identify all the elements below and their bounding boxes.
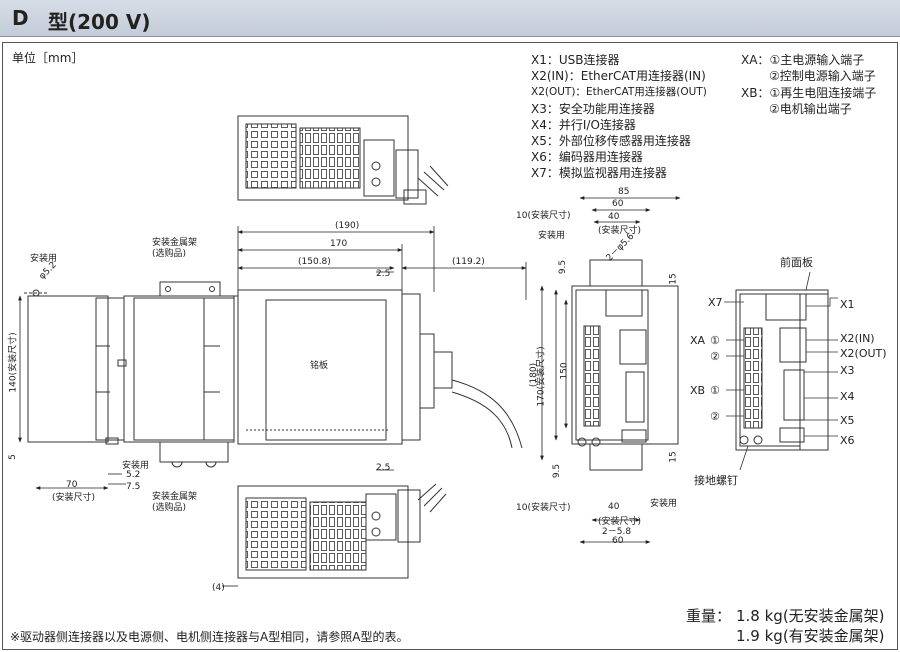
label-x1: X1 (840, 298, 855, 311)
label-install-use-mid: 安装用 (538, 231, 566, 241)
dim-10-bottom: 10(安装尺寸) (516, 503, 571, 513)
dim-170: 170 (330, 239, 348, 249)
model-type: 型(200 V) (48, 10, 151, 34)
label-x5: X5 (840, 414, 855, 427)
label-x3: X3 (840, 364, 855, 377)
dim-85: 85 (618, 187, 630, 197)
legend-xa1: XA：①主电源输入端子 (741, 53, 865, 67)
legend-x2out: X2(OUT)：EtherCAT用连接器(OUT) (531, 86, 707, 98)
label-bracket-top: 安装金属架 (152, 238, 198, 248)
dim-2-5-bottom: 2.5 (376, 463, 391, 473)
legend-x2in: X2(IN)：EtherCAT用连接器(IN) (531, 69, 706, 83)
label-xa-2: ② (710, 350, 720, 363)
label-bracket-bottom: 安装金属架 (152, 492, 198, 502)
leader-lines (724, 271, 838, 471)
label-x7: X7 (708, 296, 723, 309)
label-xb-2: ② (710, 410, 720, 423)
top-view (237, 115, 449, 205)
label-xa: XA (690, 334, 706, 347)
front-panel-view (735, 289, 829, 451)
dim-7-5: 7.5 (126, 482, 141, 492)
dim-15-bottom: 15 (668, 451, 679, 463)
label-install-use-bottom: 安装用 (122, 461, 150, 471)
dim-70-install: (安装尺寸) (52, 493, 96, 503)
front-dims-view (571, 259, 679, 471)
label-nameplate: 铭板 (310, 361, 329, 371)
legend-x5: X5：外部位移传感器用连接器 (531, 134, 691, 148)
unit-label: 单位［mm］ (12, 51, 84, 65)
dim-15-top: 15 (668, 273, 679, 285)
model-code: D (12, 6, 29, 30)
footnote: ※驱动器侧连接器以及电源侧、电机侧连接器与A型相同，请参照A型的表。 (10, 630, 409, 644)
dim-install-bottom: (安装尺寸) (598, 517, 642, 527)
dim-40-top: 40 (608, 212, 620, 222)
weight-value-1: 1.8 kg(无安装金属架) (736, 607, 885, 625)
dim-9-5-bottom: 9.5 (552, 463, 563, 479)
label-x2out: X2(OUT) (840, 347, 887, 360)
label-ground-screw: 接地螺钉 (694, 474, 738, 487)
label-x2in: X2(IN) (840, 332, 875, 345)
label-x6: X6 (840, 434, 855, 447)
label-bracket-top-opt: (选购品) (152, 249, 187, 259)
dim-70: 70 (66, 480, 78, 490)
dim-10-top: 10(安装尺寸) (516, 211, 571, 221)
bracket-view (117, 281, 235, 468)
dim-170-v: 170(安装尺寸) (536, 346, 547, 407)
dim-60-top: 60 (612, 199, 624, 209)
drawing-frame (2, 42, 898, 650)
legend-x4: X4：并行I/O连接器 (531, 118, 636, 132)
label-install-use-left: 安装用 (30, 254, 58, 264)
dimension-lines (18, 196, 681, 587)
dim-150-8: (150.8) (298, 257, 331, 267)
weight-label: 重量： (686, 607, 732, 625)
dim-install-top: (安装尺寸) (598, 226, 642, 236)
legend-x3: X3：安全功能用连接器 (531, 102, 655, 116)
label-install-use-mid-bottom: 安装用 (650, 499, 678, 509)
bottom-view (237, 483, 447, 579)
label-xb: XB (690, 384, 706, 397)
header-bar: D 型(200 V) (0, 0, 900, 37)
dim-150: 150 (559, 362, 570, 380)
label-x4: X4 (840, 390, 855, 403)
legend-xb2: ②电机输出端子 (769, 102, 852, 116)
dim-190: (190) (335, 221, 360, 231)
legend-x7: X7：模拟监视器用连接器 (531, 166, 667, 180)
left-side-view (24, 289, 125, 445)
legend-xb1: XB：①再生电阻连接端子 (741, 86, 877, 100)
weight-value-2: 1.9 kg(有安装金属架) (736, 627, 885, 645)
dim-4: (4) (212, 583, 225, 593)
legend-xa2: ②控制电源输入端子 (769, 69, 876, 83)
dim-2-5-8: 2－5.8 (602, 527, 632, 537)
label-bracket-bottom-opt: (选购品) (152, 503, 187, 513)
dim-5-2: 5.2 (126, 470, 141, 480)
legend-x1: X1：USB连接器 (531, 53, 620, 67)
label-xa-1: ① (710, 334, 720, 347)
label-xb-1: ① (710, 384, 720, 397)
legend-x6: X6：编码器用连接器 (531, 150, 643, 164)
dim-2-5-top: 2.5 (376, 269, 391, 279)
label-front-panel: 前面板 (780, 256, 813, 269)
dim-40-bottom: 40 (608, 502, 620, 512)
dim-140-v: 140(安装尺寸) (8, 332, 19, 393)
dim-119-2: (119.2) (452, 257, 485, 267)
front-view (234, 289, 523, 449)
dim-5: 5 (7, 454, 18, 460)
dim-60-bottom: 60 (612, 536, 624, 546)
dim-9-5-top: 9.5 (558, 259, 569, 275)
